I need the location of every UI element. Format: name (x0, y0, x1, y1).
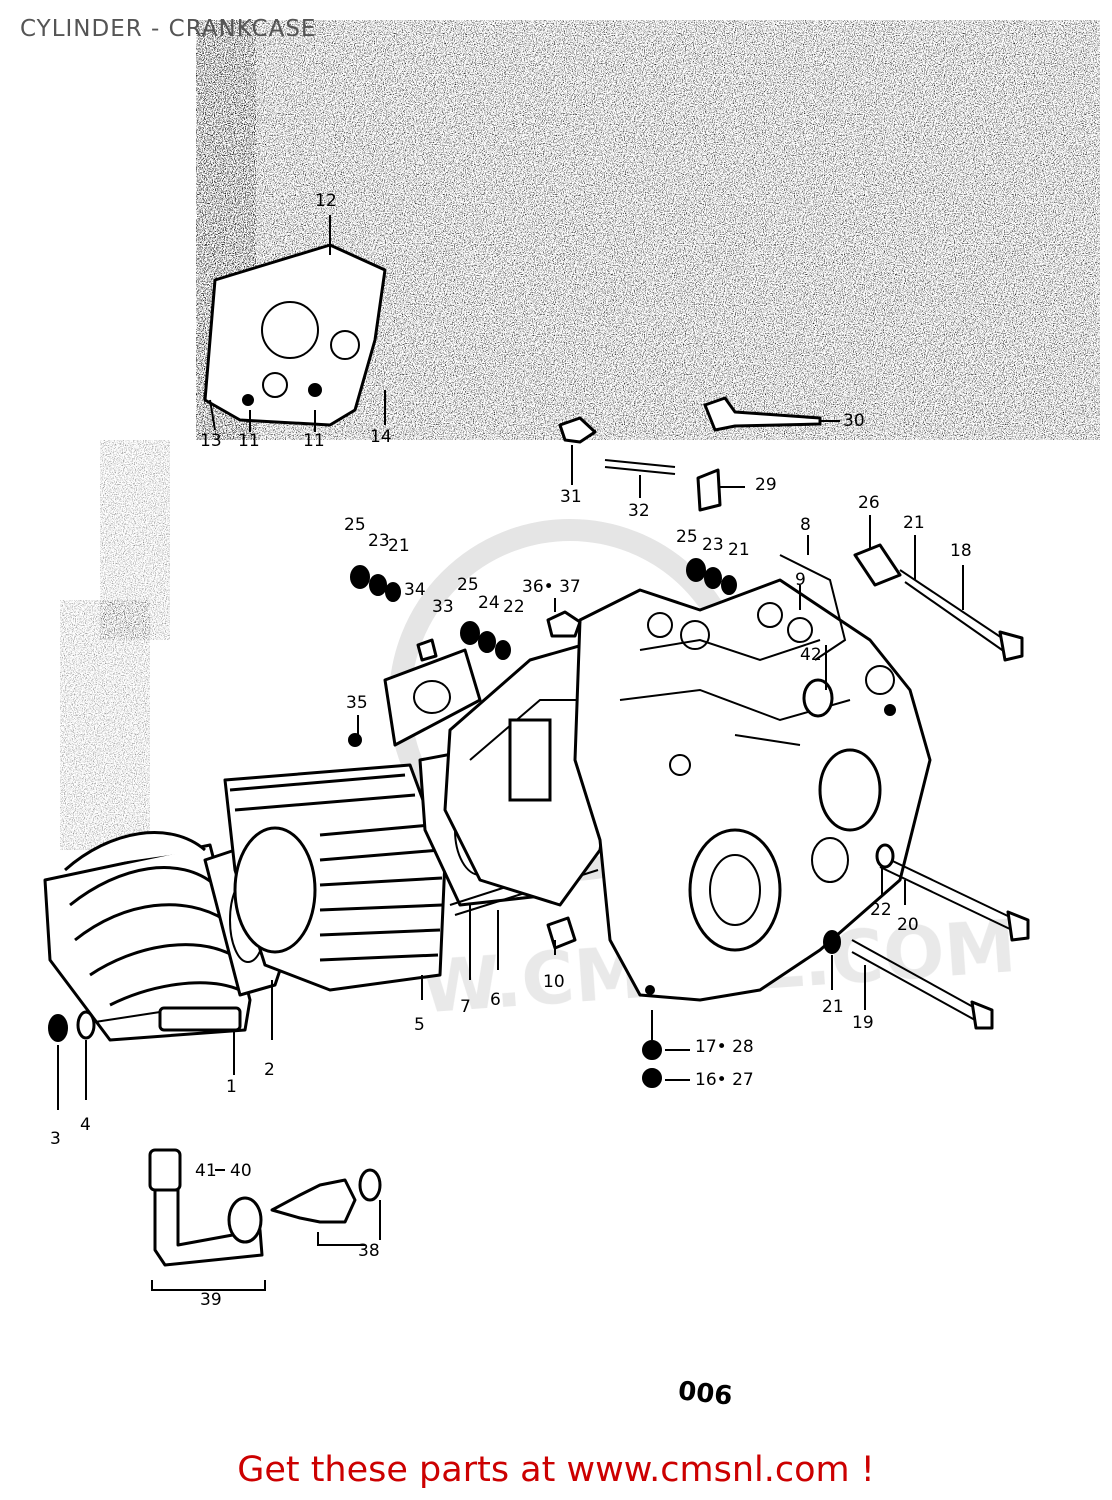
callout-25c: 25 (676, 527, 698, 547)
callout-7: 7 (460, 997, 471, 1017)
callout-23b: 23 (702, 535, 724, 555)
callout-18: 18 (950, 541, 972, 561)
callout-11a: 11 (238, 431, 260, 451)
callout-4: 4 (80, 1115, 91, 1135)
page-title: CYLINDER - CRANKCASE (20, 16, 317, 42)
head-nut-washer (48, 1010, 161, 1042)
buy-parts-link[interactable]: Get these parts at www.cmsnl.com ! (237, 1450, 875, 1490)
callout-6: 6 (490, 990, 501, 1010)
callout-2: 2 (264, 1060, 275, 1080)
callout-20: 20 (897, 915, 919, 935)
cylinder-head-part (43, 831, 252, 1042)
callout-21c: 21 (903, 513, 925, 533)
callout-39: 39 (200, 1290, 222, 1310)
callout-1: 1 (226, 1077, 237, 1097)
callout-21b: 21 (728, 540, 750, 560)
spark-plug-assembly (148, 1148, 382, 1291)
callout-26: 26 (858, 493, 880, 513)
callout-21a: 21 (388, 536, 410, 556)
callout-33: 33 (432, 597, 454, 617)
callout-30: 30 (843, 411, 865, 431)
callout-14: 14 (370, 427, 392, 447)
callout-41: 41 (195, 1161, 217, 1181)
callout-36-37: 36• 37 (522, 577, 581, 597)
callout-31: 31 (560, 487, 582, 507)
callout-3: 3 (50, 1129, 61, 1149)
callout-25a: 25 (344, 515, 366, 535)
callout-17-28: 17• 28 (695, 1037, 754, 1057)
callout-11b: 11 (303, 431, 325, 451)
callout-42: 42 (800, 645, 822, 665)
crankcase-right-part (573, 578, 932, 1002)
callout-32: 32 (628, 501, 650, 521)
callout-21d: 21 (822, 997, 844, 1017)
callout-12: 12 (315, 191, 337, 211)
callout-22b: 22 (870, 900, 892, 920)
callout-labels: 1 2 3 4 5 6 7 8 9 10 11 11 12 13 14 17• … (50, 191, 972, 1412)
callout-8: 8 (800, 515, 811, 535)
callout-23a: 23 (368, 531, 390, 551)
callout-22a: 22 (503, 597, 525, 617)
callout-16-27: 16• 27 (695, 1070, 754, 1090)
callout-19: 19 (852, 1013, 874, 1033)
leader-lines (57, 215, 964, 1240)
callout-9: 9 (795, 570, 806, 590)
callout-13: 13 (200, 431, 222, 451)
callout-25b: 25 (457, 575, 479, 595)
crankcase-gasket-part (779, 554, 847, 661)
diagram-ref-code: 006 (677, 1376, 734, 1412)
cylinder-part (223, 763, 447, 992)
magneto-cover-part (203, 243, 387, 427)
callout-5: 5 (414, 1015, 425, 1035)
callout-34: 34 (404, 580, 426, 600)
callout-10: 10 (543, 972, 565, 992)
callout-29: 29 (755, 475, 777, 495)
callout-24: 24 (478, 593, 500, 613)
crankcase-bolts (823, 543, 1030, 1030)
callout-40: 40 (230, 1161, 252, 1181)
intake-gasket-part (383, 648, 482, 747)
callout-35: 35 (346, 693, 368, 713)
callout-38: 38 (358, 1241, 380, 1261)
